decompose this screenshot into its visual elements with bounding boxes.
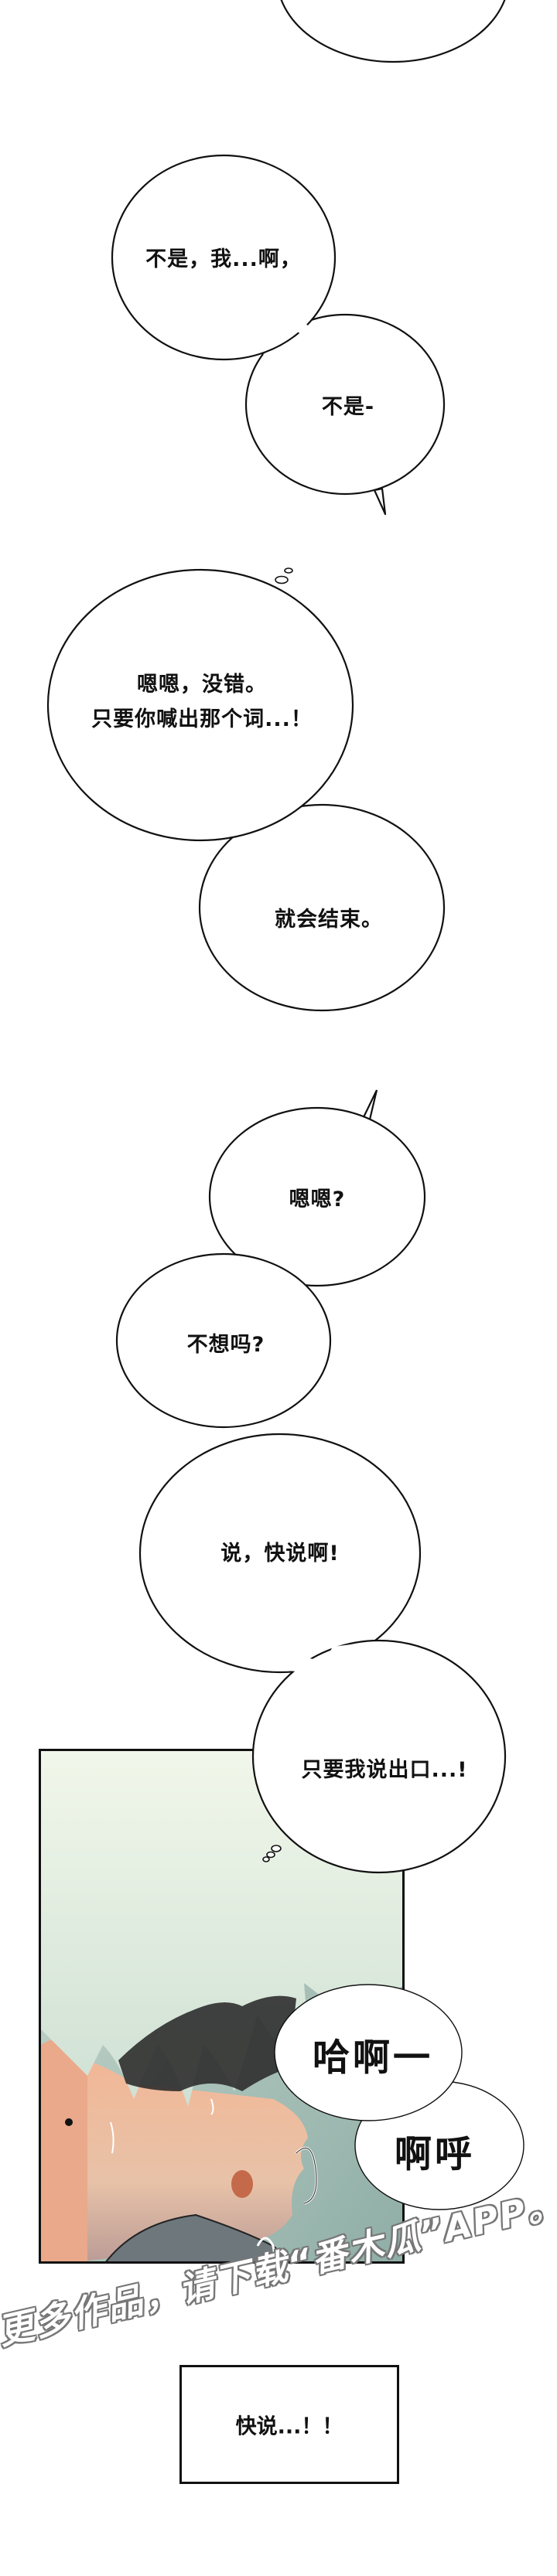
- bubble-text-8: 只要我说出口...!: [301, 1757, 468, 1782]
- bubble-text-3-line-1: 嗯嗯，没错。: [137, 672, 267, 697]
- tongue: [231, 2170, 253, 2198]
- bubble-text-9: 哈啊一: [312, 2036, 434, 2080]
- character-illustration: [41, 1751, 402, 2261]
- speech-bubble-1: [111, 154, 337, 361]
- bubble-text-3-line-2: 只要你喊出那个词...！: [91, 707, 313, 731]
- speech-bubble-6: [115, 1252, 332, 1429]
- speech-bubble-5: [208, 1106, 426, 1287]
- face: [41, 2056, 308, 2261]
- sweat-drop: [210, 2098, 214, 2115]
- bubble-tail: [362, 1089, 378, 1121]
- narration-text: 快说...！！: [235, 2414, 343, 2439]
- blindfold: [118, 1995, 296, 2091]
- narration-box: 快说...！！: [179, 2365, 399, 2484]
- thought-dot-small: [284, 567, 293, 574]
- bubble-tail: [373, 487, 387, 516]
- breath-swirl: [256, 2237, 275, 2261]
- bubble-text-7: 说，快说啊!: [220, 1541, 340, 1566]
- bubble-text-1: 不是，我...啊，: [145, 247, 302, 271]
- thought-dot-large: [275, 575, 289, 584]
- bubble-text-6: 不想吗?: [186, 1332, 265, 1357]
- sweat-drop: [110, 2121, 114, 2154]
- bubble-text-4: 就会结束。: [275, 907, 383, 932]
- bubble-text-10: 啊呼: [394, 2132, 476, 2176]
- bubble-text-2: 不是-: [321, 394, 375, 419]
- speech-bubble-4: [198, 803, 446, 1012]
- art-panel: [39, 1749, 405, 2264]
- speech-bubble-2: [244, 313, 446, 496]
- speech-bubble-top-partial: [280, 0, 506, 63]
- bubble-text-5: 嗯嗯?: [289, 1187, 346, 1211]
- speech-bubble-3: [46, 568, 354, 842]
- earring: [65, 2118, 73, 2126]
